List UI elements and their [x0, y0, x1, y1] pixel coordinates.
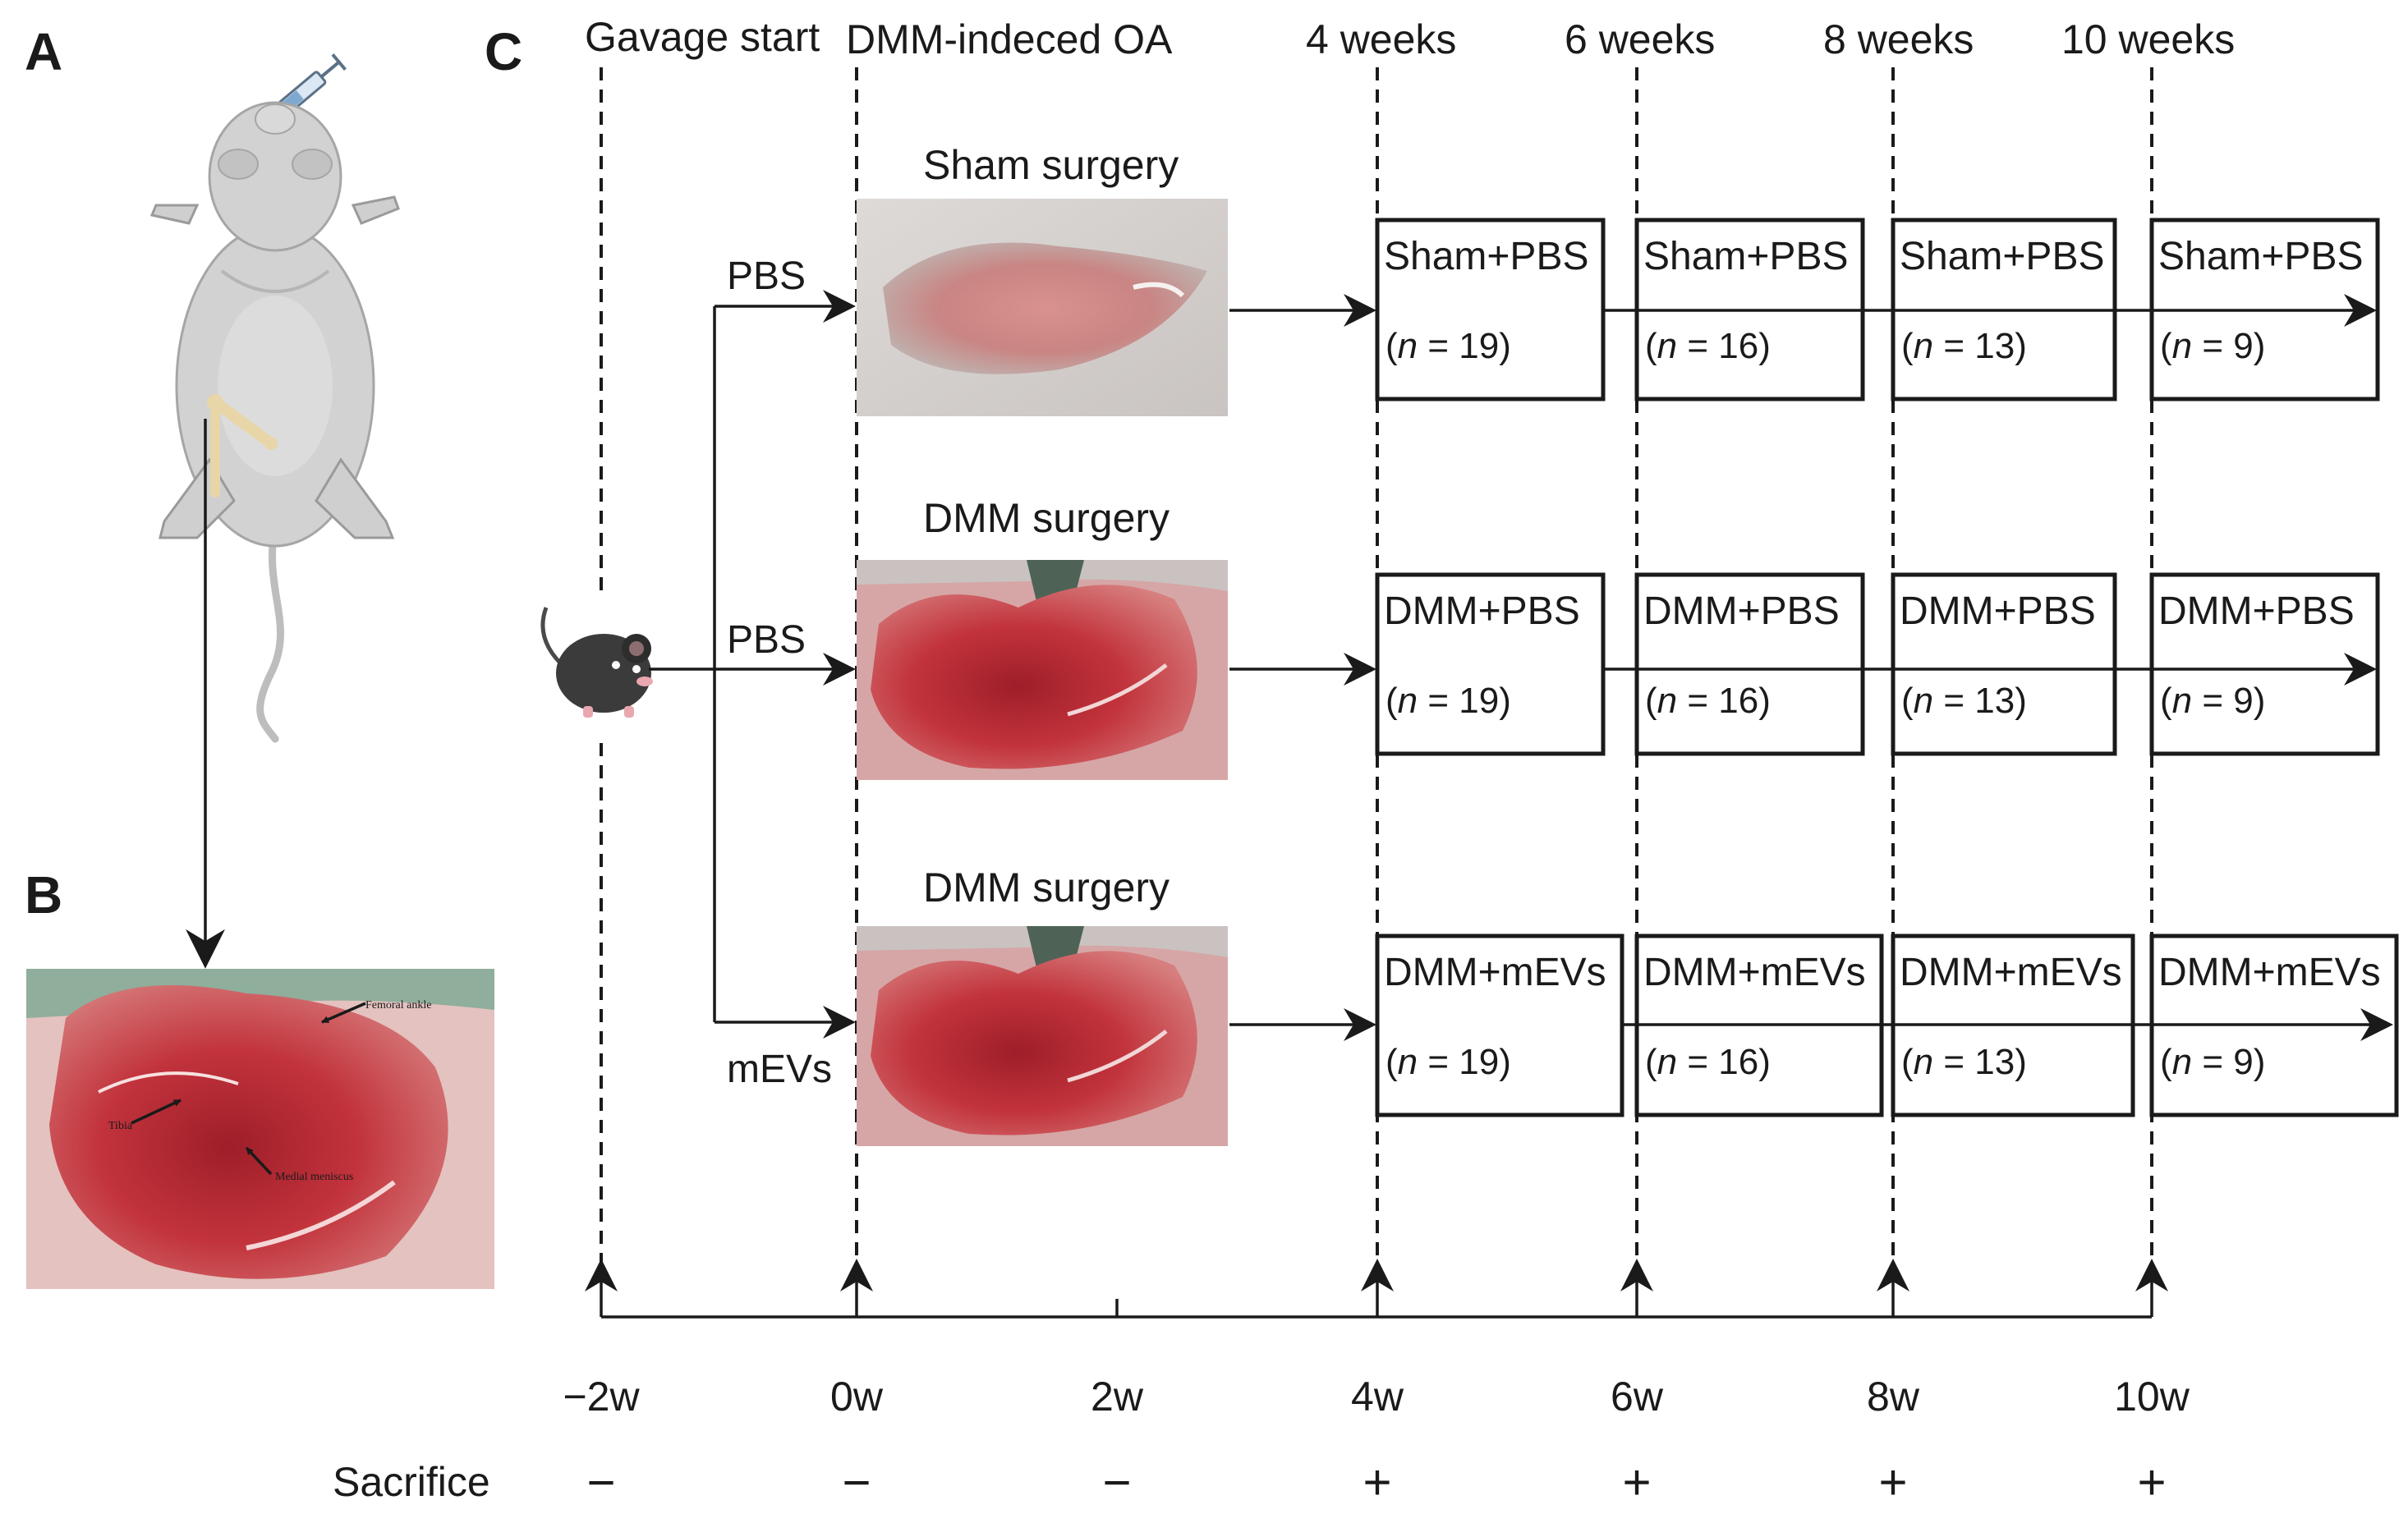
row1-surgery-title: Sham surgery — [923, 142, 1179, 188]
label-femoral-ankle: Femoral ankle — [365, 999, 431, 1012]
group-box-n: (n = 9) — [2160, 681, 2265, 721]
row3-surgery-title: DMM surgery — [923, 865, 1170, 911]
timeline-tick-label: 4w — [1351, 1374, 1404, 1420]
group-box-label: DMM+PBS — [1900, 589, 2096, 633]
group-box: DMM+PBS (n = 19) — [1375, 572, 1606, 756]
timeline-tick-label: 8w — [1867, 1374, 1920, 1420]
header-4-weeks: 4 weeks — [1306, 16, 1456, 62]
group-box-label: Sham+PBS — [1384, 235, 1588, 278]
group-box-label: Sham+PBS — [1900, 235, 2104, 278]
group-box-label: DMM+PBS — [1384, 589, 1580, 633]
timeline-ticks: −2w 0w 2w 4w 6w 8w 10w — [563, 1374, 2190, 1420]
row3-treatment-label: mEVs — [727, 1048, 832, 1091]
header-6-weeks: 6 weeks — [1565, 16, 1715, 62]
group-box-label: Sham+PBS — [1643, 235, 1848, 278]
sacrifice-sign: + — [1622, 1455, 1651, 1510]
sacrifice-sign: + — [2137, 1455, 2166, 1510]
group-box-n: (n = 13) — [1901, 681, 2027, 721]
header-8-weeks: 8 weeks — [1823, 16, 1974, 62]
group-box-n: (n = 16) — [1645, 1042, 1771, 1082]
sacrifice-label: Sacrifice — [333, 1459, 490, 1505]
label-medial-meniscus: Medial meniscus — [275, 1171, 353, 1183]
sacrifice-signs: − − − + + + + — [586, 1455, 2166, 1510]
sacrifice-sign: − — [1102, 1455, 1131, 1510]
timeline-tick-label: −2w — [563, 1374, 640, 1420]
dmm-surgery-photo-1 — [857, 560, 1228, 780]
group-box-label: DMM+PBS — [1643, 589, 1840, 633]
row2-treatment-label: PBS — [727, 618, 806, 662]
mouse-gavage-illustration — [149, 53, 400, 743]
sacrifice-sign: − — [586, 1455, 615, 1510]
group-box-n: (n = 19) — [1386, 1042, 1511, 1082]
header-labels: Gavage start DMM-indeced OA 4 weeks 6 we… — [585, 14, 2235, 62]
row2-surgery-title: DMM surgery — [923, 495, 1170, 541]
header-10-weeks: 10 weeks — [2061, 16, 2235, 62]
timeline-up-arrows — [585, 1259, 2168, 1317]
timeline-tick-label: 6w — [1611, 1374, 1664, 1420]
header-dmm-indeced-oa: DMM-indeced OA — [846, 16, 1173, 62]
panel-b-label: B — [25, 865, 62, 924]
group-box: DMM+PBS (n = 9) — [2149, 572, 2380, 756]
sham-surgery-photo — [857, 199, 1228, 416]
sacrifice-sign: − — [842, 1455, 871, 1510]
group-box-label: DMM+mEVs — [1384, 951, 1606, 994]
group-box-n: (n = 9) — [2160, 1042, 2265, 1082]
panel-c-label: C — [485, 22, 522, 81]
row1-treatment-label: PBS — [727, 255, 806, 298]
timeline-tick-label: 0w — [830, 1374, 884, 1420]
header-gavage-start: Gavage start — [585, 14, 820, 60]
group-box: DMM+mEVs (n = 19) — [1375, 934, 1624, 1117]
knee-joint-photo: Femoral ankle Tibia Medial meniscus — [26, 969, 494, 1289]
group-boxes: Sham+PBS (n = 19) Sham+PBS (n = 16) Sham+PBS… — [1375, 218, 2399, 1117]
group-box-n: (n = 13) — [1901, 1042, 2027, 1082]
sacrifice-sign: + — [1878, 1455, 1907, 1510]
group-box-label: DMM+PBS — [2158, 589, 2355, 633]
label-tibia: Tibia — [108, 1120, 133, 1132]
row-arrows — [1229, 294, 2393, 1041]
group-box: Sham+PBS (n = 19) — [1375, 218, 1606, 401]
black-mouse-icon — [540, 607, 653, 718]
sacrifice-sign: + — [1363, 1455, 1391, 1510]
group-box-n: (n = 19) — [1386, 326, 1511, 366]
group-box-label: DMM+mEVs — [1643, 951, 1866, 994]
timeline-tick-label: 2w — [1091, 1374, 1144, 1420]
group-box-n: (n = 16) — [1645, 326, 1771, 366]
group-box-label: DMM+mEVs — [1900, 951, 2122, 994]
group-box-n: (n = 9) — [2160, 326, 2265, 366]
timeline-tick-label: 10w — [2114, 1374, 2190, 1420]
group-box-label: Sham+PBS — [2158, 235, 2363, 278]
dmm-surgery-photo-2 — [857, 926, 1228, 1146]
panel-a-label: A — [25, 22, 62, 81]
group-box: DMM+PBS (n = 16) — [1634, 572, 1865, 756]
group-box-n: (n = 19) — [1386, 681, 1511, 721]
treatment-branches — [649, 290, 856, 1039]
group-box: DMM+PBS (n = 13) — [1891, 572, 2117, 756]
group-box-n: (n = 13) — [1901, 326, 2027, 366]
group-box-label: DMM+mEVs — [2158, 951, 2381, 994]
group-box-n: (n = 16) — [1645, 681, 1771, 721]
